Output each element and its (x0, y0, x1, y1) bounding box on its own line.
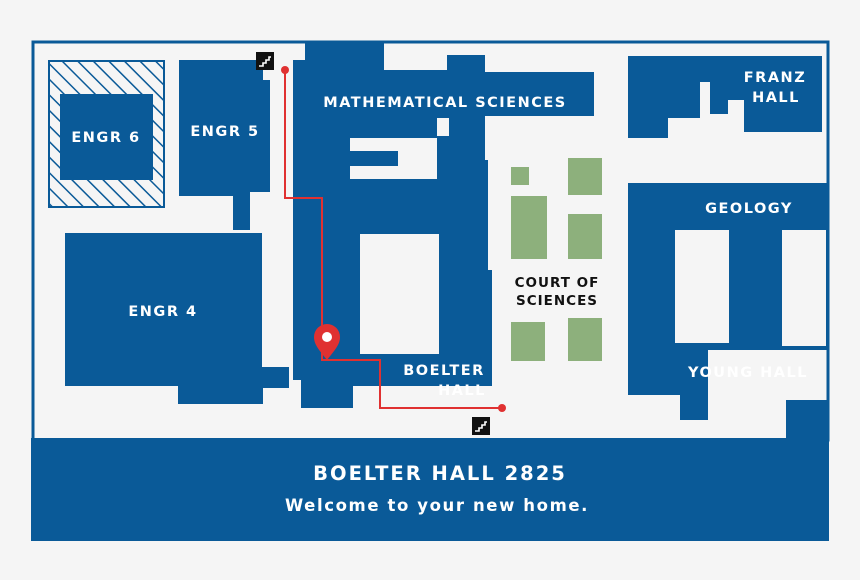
engr-4-building[interactable]: ENGR 4 (65, 233, 289, 404)
engr-4-label: ENGR 4 (128, 304, 197, 320)
boelter-hall-label-line2: HALL (438, 383, 486, 399)
lawn-patch (568, 318, 602, 361)
engr-6-label: ENGR 6 (71, 130, 140, 146)
route-start-dot (281, 66, 289, 74)
franz-hall-label-line1: FRANZ (744, 70, 806, 86)
franz-hall-building[interactable]: FRANZ HALL (628, 56, 822, 138)
engr-5-building[interactable]: ENGR 5 (179, 60, 270, 230)
court-of-sciences: COURT OF SCIENCES (511, 158, 602, 361)
geology-label: GEOLOGY (705, 201, 793, 217)
lawn-patch (511, 322, 545, 361)
boelter-courtyard (360, 234, 439, 354)
location-pin-icon[interactable] (314, 324, 340, 360)
banner-title: BOELTER HALL 2825 (313, 462, 567, 485)
stairs-icon[interactable] (472, 417, 490, 435)
banner-subtitle: Welcome to your new home. (285, 496, 589, 515)
court-of-sciences-label-line2: SCIENCES (516, 293, 598, 309)
mathematical-sciences-label: MATHEMATICAL SCIENCES (323, 95, 566, 111)
boelter-hall-complex[interactable]: MATHEMATICAL SCIENCES BOELTER HALL (293, 42, 594, 408)
lawn-patch (568, 158, 602, 195)
lawn-patch (511, 196, 547, 259)
lawn-patch (511, 167, 529, 185)
stairs-icon[interactable] (256, 52, 274, 70)
welcome-banner: BOELTER HALL 2825 Welcome to your new ho… (31, 438, 829, 541)
route-path (281, 66, 506, 412)
route-end-dot (498, 404, 506, 412)
geology-courtyard-east (782, 230, 826, 346)
boelter-hall-label-line1: BOELTER (403, 363, 485, 379)
engr-6-building[interactable]: ENGR 6 (48, 60, 165, 208)
court-of-sciences-label-line1: COURT OF (515, 275, 600, 291)
geology-young-hall-building[interactable]: GEOLOGY YOUNG HALL (628, 183, 828, 438)
lawn-patch (568, 214, 602, 259)
young-hall-label: YOUNG HALL (687, 365, 808, 381)
franz-hall-label-line2: HALL (752, 90, 800, 106)
engr-5-label: ENGR 5 (190, 124, 259, 140)
geology-courtyard (675, 230, 729, 343)
